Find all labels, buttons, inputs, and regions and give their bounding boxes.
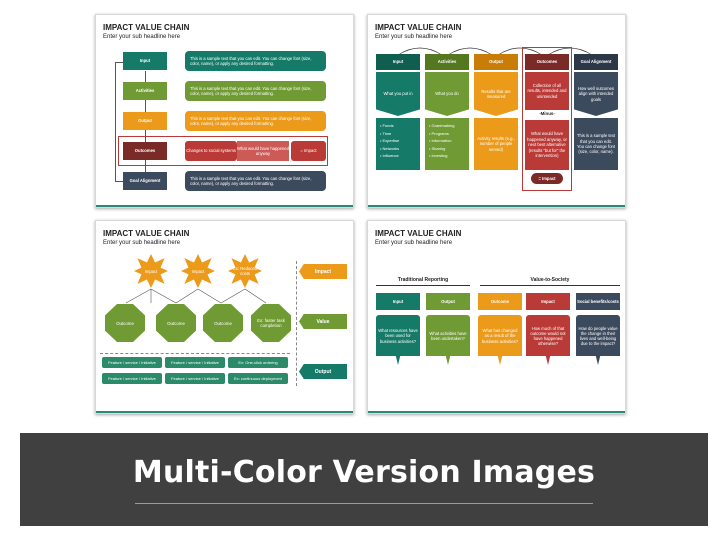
row-text-input: This is a sample text that you can edit.… — [185, 51, 326, 71]
row-text-output: This is a sample text that you can edit.… — [185, 111, 326, 131]
outcome-octagon: Outcome — [203, 304, 243, 342]
row-text-activities: This is a sample text that you can edit.… — [185, 81, 326, 101]
column-header-output: Output — [426, 293, 470, 310]
column-header-goal-alignment: Goal Alignment — [574, 54, 618, 70]
column-header-input: Input — [376, 293, 420, 310]
impact-star: Ex: Reduced costs — [228, 254, 262, 288]
outcome-changes: Changes to social systems — [185, 141, 237, 161]
column-bullets-activities: GrantmakingProgramsInformationSharingInv… — [425, 118, 469, 170]
column-bullets-outcomes: What would have happened anyway, or next… — [525, 120, 569, 170]
curved-arrows — [397, 47, 593, 56]
loop-line — [115, 62, 123, 63]
outcomes-highlight-frame — [118, 136, 328, 166]
row-label-output: Output — [123, 112, 167, 130]
slide-thumbnail-3[interactable]: IMPACT VALUE CHAIN Enter your sub headli… — [95, 220, 354, 414]
column-desc-outcomes: Collection of all results, intended and … — [525, 72, 569, 110]
slide-title: IMPACT VALUE CHAIN — [103, 229, 190, 238]
separator-vertical — [296, 261, 297, 386]
impact-star: Impact — [181, 254, 215, 288]
separator-dashed — [100, 353, 290, 354]
impact-star: Impact — [134, 254, 168, 288]
connector-arrows — [125, 288, 267, 304]
column-header-impact: Impact — [526, 293, 570, 310]
slide-thumbnail-1[interactable]: IMPACT VALUE CHAIN Enter your sub headli… — [95, 14, 354, 208]
slide-thumbnail-2[interactable]: IMPACT VALUE CHAIN Enter your sub headli… — [367, 14, 626, 208]
group-value-to-society: Value-to-Society — [530, 277, 570, 283]
slide-thumbnail-4[interactable]: IMPACT VALUE CHAIN Enter your sub headli… — [367, 220, 626, 414]
feature-box: Feature / service / Initiative — [102, 373, 162, 384]
group-line — [376, 285, 470, 286]
tag-value: Value — [299, 314, 347, 329]
question-input: What resources have been used for busine… — [376, 315, 420, 365]
question-output: What activities have been undertaken? — [426, 315, 470, 365]
impact-pill: = Impact — [531, 173, 563, 184]
banner: Multi-Color Version Images — [20, 433, 708, 526]
slide-subtitle: Enter your sub headline here — [375, 34, 453, 40]
column-bullets-input: FundsTimeExpertiseNetworksInfluence — [376, 118, 420, 170]
column-header-outcomes: Outcomes — [525, 54, 569, 70]
row-label-outcomes: Outcomes — [123, 142, 167, 160]
tag-impact: Impact — [299, 264, 347, 279]
slide-title: IMPACT VALUE CHAIN — [375, 23, 462, 32]
slide-subtitle: Enter your sub headline here — [103, 34, 181, 40]
row-label-activities: Activities — [123, 82, 167, 100]
row-label-goal-alignment: Goal Alignment — [123, 172, 167, 190]
question-outcome: What has changed as a result of the busi… — [478, 315, 522, 365]
feature-box: Feature / service / Initiative — [165, 373, 225, 384]
outcome-impact: = Impact — [291, 141, 326, 161]
feature-box: Feature / service / Initiative — [165, 357, 225, 368]
loop-line — [115, 181, 123, 182]
slide-subtitle: Enter your sub headline here — [375, 240, 453, 246]
row-text-goal-alignment: This is a sample text that you can edit.… — [185, 171, 326, 191]
column-desc-activities: What you do — [425, 72, 469, 116]
banner-underline — [135, 503, 593, 504]
outcome-octagon: Ex: faster task completion — [251, 304, 291, 342]
minus-label: -Minus- — [539, 111, 555, 116]
banner-title: Multi-Color Version Images — [132, 455, 596, 490]
feature-box: Ex: One-click ordering — [228, 357, 288, 368]
group-traditional-reporting: Traditional Reporting — [397, 277, 449, 283]
question-impact: How much of that outcome would not have … — [526, 315, 570, 365]
column-header-output: Output — [474, 54, 518, 70]
column-header-activities: Activities — [425, 54, 469, 70]
column-desc-output: Results that are measured — [474, 72, 518, 116]
outcome-would-have-happened: What would have happened anyway — [237, 141, 289, 161]
outcome-octagon: Outcome — [156, 304, 196, 342]
feature-box: Feature / service / Initiative — [102, 357, 162, 368]
column-bullets-output: Activity results (e.g., number of people… — [474, 118, 518, 170]
outcomes-highlight-frame — [522, 47, 572, 191]
column-header-outcome: Outcome — [478, 293, 522, 310]
feature-box: Ex: continuous deployment — [228, 373, 288, 384]
tag-output: Output — [299, 364, 347, 379]
column-desc-goal-alignment: How well outcomes align with intended go… — [574, 72, 618, 116]
column-desc-input: What you put in — [376, 72, 420, 116]
column-bullets-goal-alignment: This is a sample text that you can edit.… — [574, 118, 618, 170]
loop-line — [115, 62, 116, 181]
group-line — [480, 285, 620, 286]
slide-subtitle: Enter your sub headline here — [103, 240, 181, 246]
question-social-benefits: How do people value the change in their … — [576, 315, 620, 365]
slide-title: IMPACT VALUE CHAIN — [375, 229, 462, 238]
column-header-input: Input — [376, 54, 420, 70]
outcome-octagon: Outcome — [105, 304, 145, 342]
row-label-input: Input — [123, 52, 167, 70]
column-header-social-benefits: Social benefits/costs — [576, 293, 620, 310]
slide-title: IMPACT VALUE CHAIN — [103, 23, 190, 32]
